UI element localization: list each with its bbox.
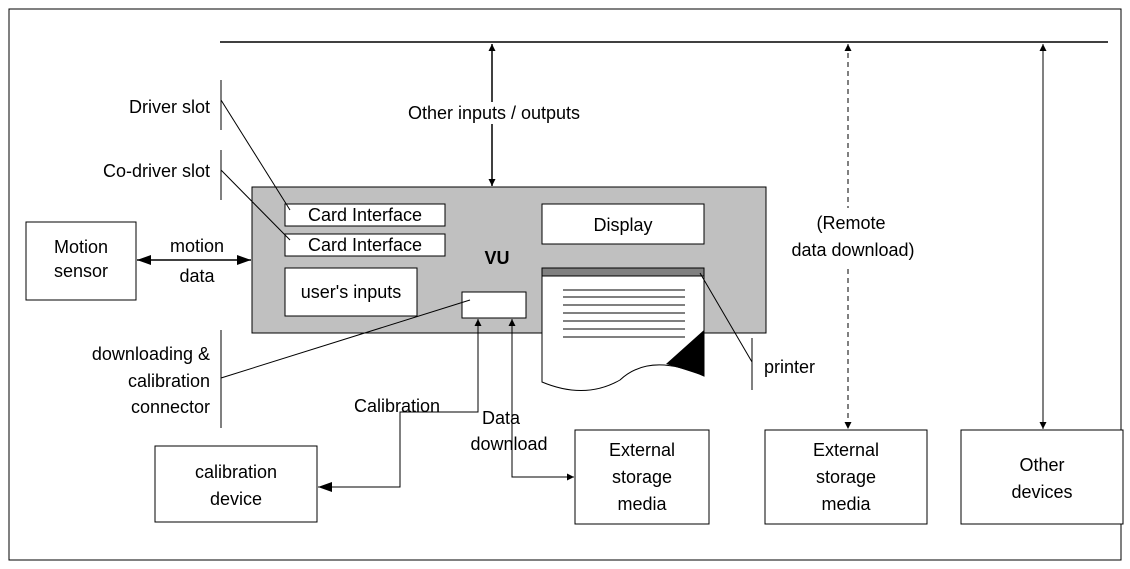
driver-slot-leader	[220, 99, 291, 211]
external-storage-1-line1: External	[609, 440, 675, 460]
printer-leader	[699, 272, 753, 363]
users-inputs-label: user's inputs	[301, 282, 402, 302]
users-inputs-box	[284, 267, 418, 317]
motion-sensor-box	[25, 221, 137, 301]
other-io-label: Other inputs / outputs	[408, 103, 580, 123]
connector-box	[461, 291, 527, 319]
card-interface-driver	[284, 203, 446, 227]
diagram-frame	[8, 8, 1122, 561]
data-download-label-line2: download	[470, 434, 547, 454]
other-devices-box	[960, 429, 1124, 525]
other-devices-label-line1: Other	[1019, 455, 1064, 475]
connector-label-line2: calibration	[128, 371, 210, 391]
vu-label: VU	[484, 248, 509, 268]
calibration-arrow	[318, 319, 482, 492]
card-interface-co-driver	[284, 233, 446, 257]
motion-data-label-line2: data	[179, 266, 215, 286]
external-storage-2-line1: External	[813, 440, 879, 460]
data-download-label-line1: Data	[482, 408, 521, 428]
calibration-device-label-line1: calibration	[195, 462, 277, 482]
external-storage-box-2	[764, 429, 928, 525]
card-interface-label-1: Card Interface	[308, 205, 422, 225]
external-storage-2-line2: storage	[816, 467, 876, 487]
display-box	[541, 203, 705, 245]
external-storage-2-line3: media	[821, 494, 871, 514]
motion-sensor-label-line1: Motion	[54, 237, 108, 257]
co-driver-slot-leader	[220, 169, 291, 241]
card-interface-label-2: Card Interface	[308, 235, 422, 255]
calibration-label: Calibration	[354, 396, 440, 416]
calibration-device-label-line2: device	[210, 489, 262, 509]
remote-download-label-line2: data download)	[791, 240, 914, 260]
driver-slot-label: Driver slot	[129, 97, 210, 117]
calibration-device-box	[154, 445, 318, 523]
connector-label-line1: downloading &	[92, 344, 210, 364]
external-storage-1-line2: storage	[612, 467, 672, 487]
co-driver-slot-label: Co-driver slot	[103, 161, 210, 181]
other-devices-label-line2: devices	[1011, 482, 1072, 502]
printer-icon	[541, 267, 705, 391]
printer-label: printer	[764, 357, 815, 377]
remote-download-label-line1: (Remote	[816, 213, 885, 233]
external-storage-1-line3: media	[617, 494, 667, 514]
display-label: Display	[593, 215, 652, 235]
data-download-arrow	[508, 319, 574, 481]
motion-data-label-line1: motion	[170, 236, 224, 256]
motion-sensor-label-line2: sensor	[54, 261, 108, 281]
external-storage-box-1	[574, 429, 710, 525]
connector-label-line3: connector	[131, 397, 210, 417]
